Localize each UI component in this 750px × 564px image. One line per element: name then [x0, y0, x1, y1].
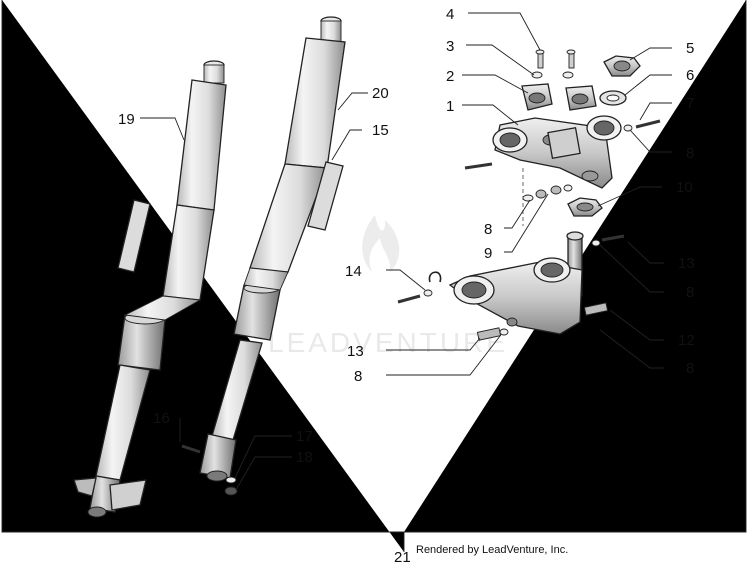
- leader-lines: [140, 12, 672, 491]
- callout-1: 1: [446, 98, 454, 115]
- callout-4: 4: [446, 6, 454, 23]
- callout-numbers: 4 3 2 1 5 6 7 8 10 8 9 13 8 12 8 14 13 8…: [118, 6, 695, 466]
- callout-8-mid: 8: [484, 221, 492, 238]
- callout-2: 2: [446, 68, 454, 85]
- lower-hardware: [397, 234, 625, 341]
- steering-nut-5: [603, 55, 641, 77]
- callout-7: 7: [686, 95, 694, 112]
- callout-8-left: 8: [354, 368, 362, 385]
- callout-13-right: 13: [678, 255, 695, 272]
- callout-15: 15: [372, 122, 389, 139]
- steering-nut-10: [567, 197, 603, 217]
- callout-5: 5: [686, 40, 694, 57]
- callout-19: 19: [118, 111, 135, 128]
- callout-17: 17: [296, 428, 313, 445]
- watermark: LEADVENTURE: [268, 215, 508, 358]
- washers-3: [531, 71, 574, 79]
- callout-16: 16: [153, 410, 170, 427]
- fork-leg-19: [73, 60, 227, 518]
- callout-13-left: 13: [347, 343, 364, 360]
- pinch-bolts-7: [464, 119, 661, 170]
- watermark-text: LEADVENTURE: [268, 327, 508, 358]
- bottom-yoke-with-stem: [448, 231, 584, 335]
- handlebar-clamps-2: [521, 83, 597, 111]
- clamp-bolts-4: [535, 49, 576, 69]
- callout-9: 9: [484, 245, 492, 262]
- callout-14: 14: [345, 263, 362, 280]
- fork-leg-20: [199, 16, 346, 482]
- callout-8-right: 8: [686, 284, 694, 301]
- flame-logo-icon: [362, 215, 400, 272]
- callout-10: 10: [676, 179, 693, 196]
- callout-3: 3: [446, 38, 454, 55]
- render-credit: Rendered by LeadVenture, Inc.: [416, 544, 568, 556]
- callout-18: 18: [296, 449, 313, 466]
- washer-6: [599, 90, 627, 106]
- callout-20: 20: [372, 85, 389, 102]
- washer-17: [225, 476, 237, 484]
- bolt-18: [224, 486, 238, 496]
- callout-8-bottom-right: 8: [686, 360, 694, 377]
- washers-8-9: [522, 184, 573, 202]
- callout-12: 12: [678, 332, 695, 349]
- drain-screw-16: [181, 444, 201, 454]
- top-crown-1: [492, 115, 622, 189]
- callout-8-top: 8: [686, 145, 694, 162]
- callout-6: 6: [686, 67, 694, 84]
- callout-21: 21: [394, 549, 411, 564]
